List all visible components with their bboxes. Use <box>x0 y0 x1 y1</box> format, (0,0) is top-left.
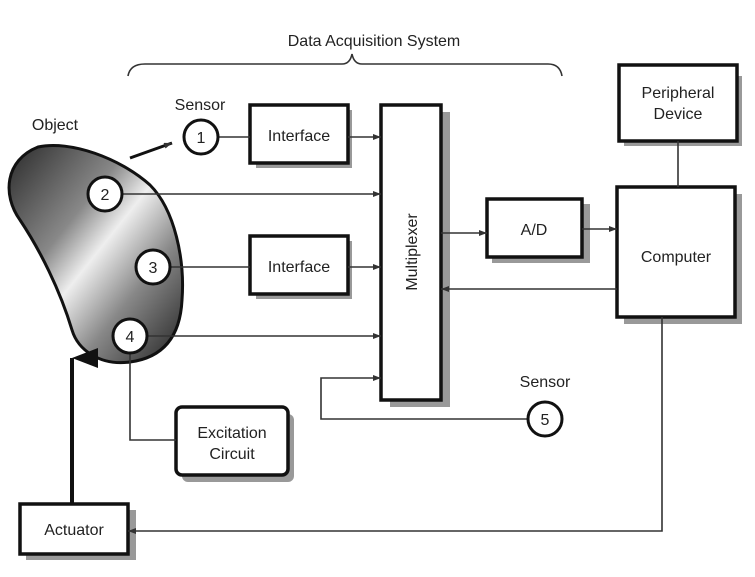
sensor-label-top: Sensor <box>175 97 226 114</box>
sensor-4 <box>111 317 149 355</box>
sensor-1 <box>182 118 220 156</box>
sensor-1-number: 1 <box>197 130 206 147</box>
sensing-arrow <box>129 141 173 160</box>
ad-converter-block <box>485 197 584 259</box>
peripheral-label-line2: Device <box>654 106 703 123</box>
excitation-label-line2: Circuit <box>209 446 255 463</box>
ad-converter-label: A/D <box>521 222 548 239</box>
sensor-5 <box>526 400 564 438</box>
sensor-2-number: 2 <box>101 187 110 204</box>
peripheral-device-block <box>617 63 739 143</box>
peripheral-label-line1: Peripheral <box>642 85 715 102</box>
interface-1-label: Interface <box>268 128 330 145</box>
computer-label: Computer <box>641 249 712 266</box>
wire-computer-actuator <box>128 317 663 534</box>
system-title: Data Acquisition System <box>288 33 461 50</box>
wire-s5-mux <box>320 375 528 420</box>
sensor-5-number: 5 <box>541 412 550 429</box>
system-brace <box>127 53 563 77</box>
multiplexer-block <box>379 103 443 402</box>
computer-block <box>615 185 737 319</box>
sensor-4-number: 4 <box>126 329 135 346</box>
sensor-3-number: 3 <box>149 260 158 277</box>
sensor-3 <box>134 248 172 286</box>
sensor-label-bottom: Sensor <box>520 374 571 391</box>
object-label: Object <box>32 117 79 134</box>
multiplexer-label: Multiplexer <box>404 213 421 291</box>
interface-2-label: Interface <box>268 259 330 276</box>
interface-block-1 <box>248 103 350 165</box>
sensor-2 <box>86 175 124 213</box>
excitation-label-line1: Excitation <box>197 425 266 442</box>
actuator-label: Actuator <box>44 522 104 539</box>
interface-block-2 <box>248 234 350 296</box>
excitation-circuit-block <box>174 405 290 477</box>
wire-s4-excitation <box>129 350 176 441</box>
